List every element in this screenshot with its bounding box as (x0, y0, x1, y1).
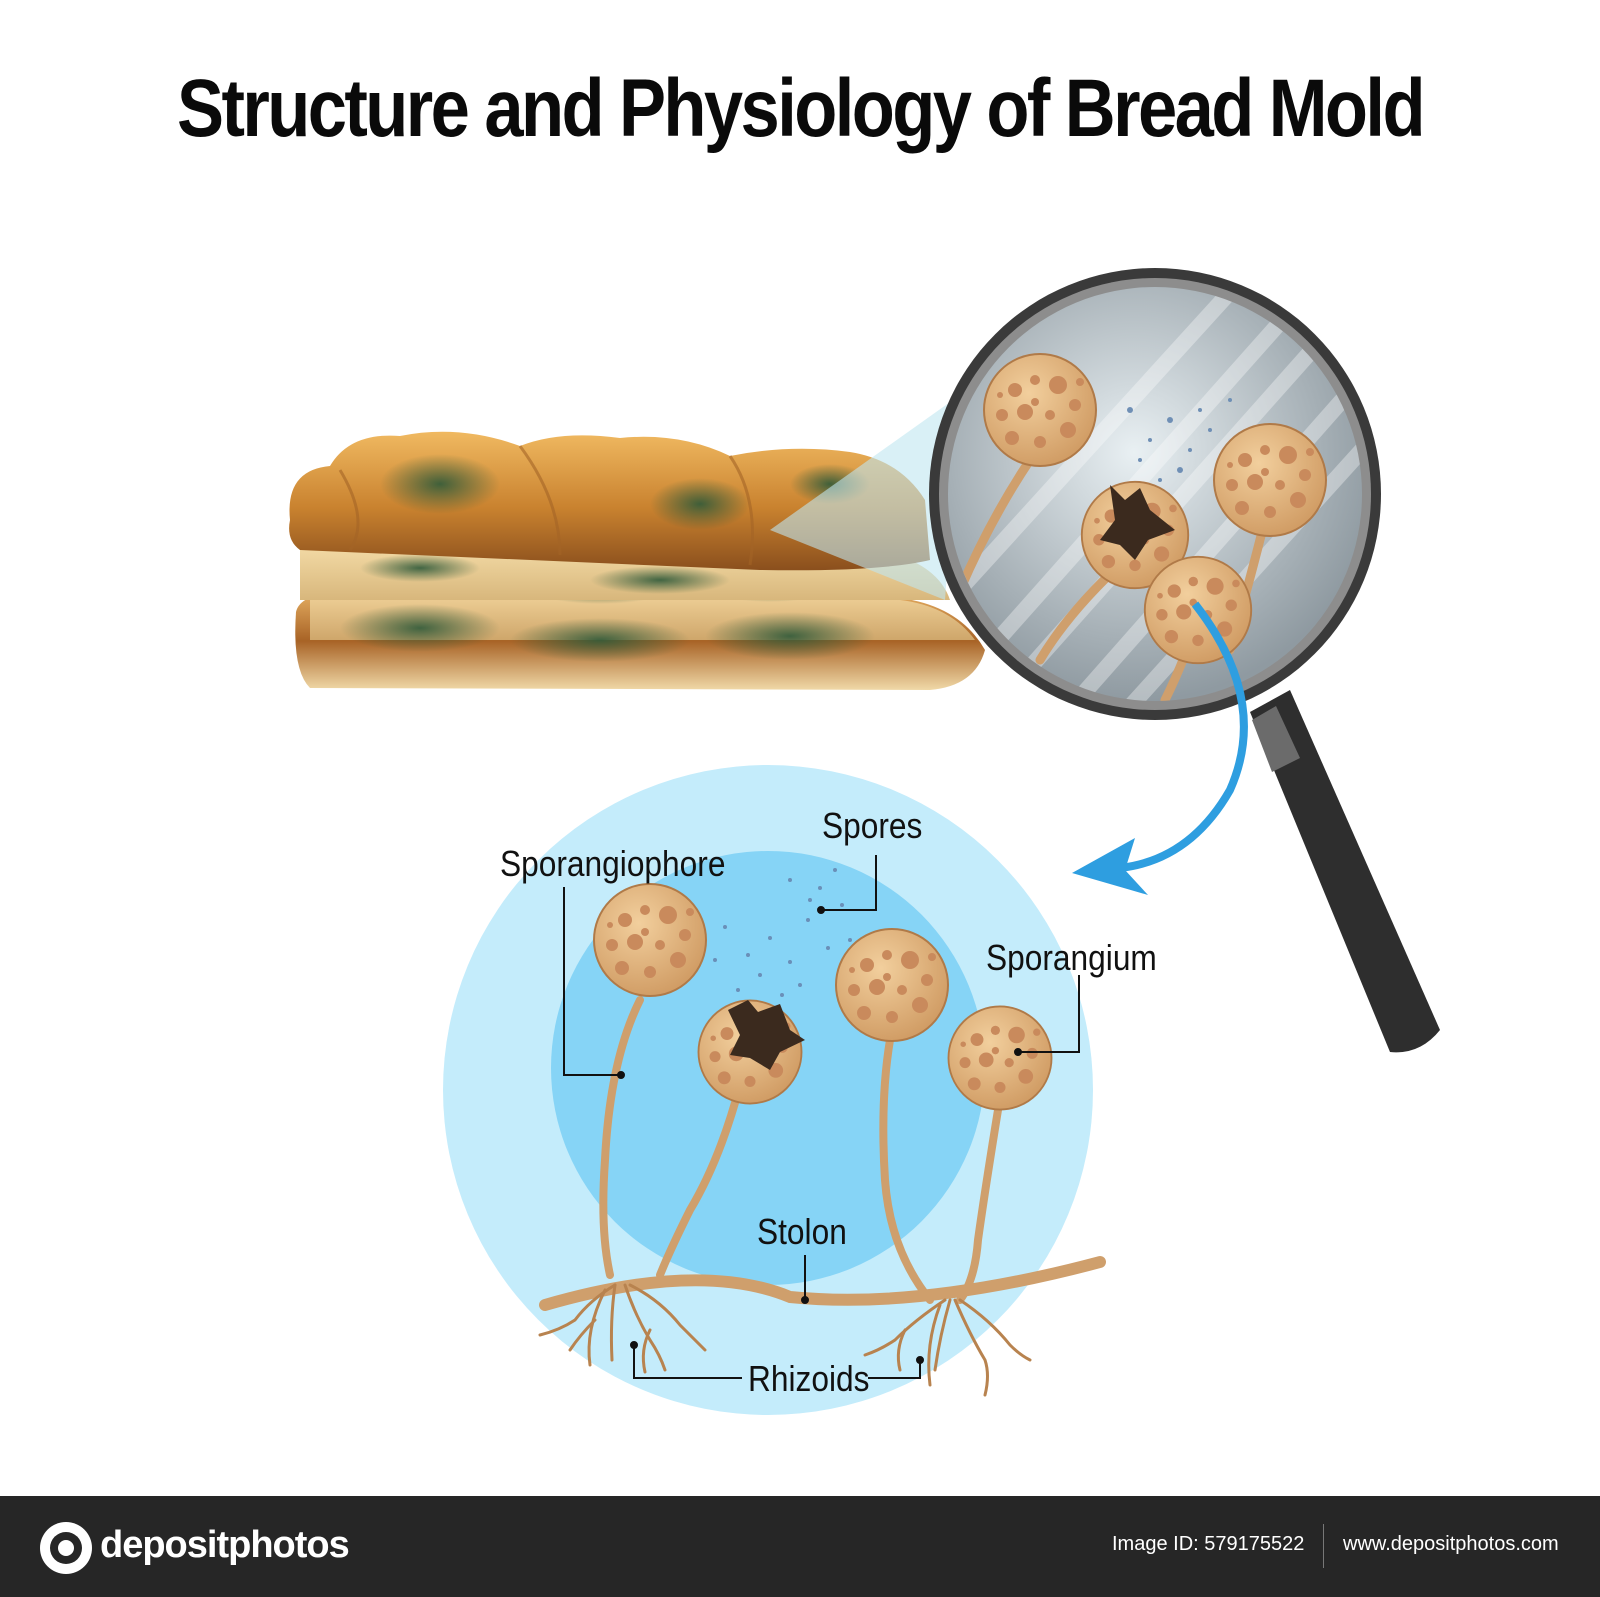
footer-divider (1323, 1524, 1324, 1568)
brand-logo-text[interactable]: depositphotos (100, 1524, 349, 1567)
label-stolon: Stolon (757, 1211, 847, 1253)
label-sporangium: Sporangium (986, 937, 1157, 979)
footer-bar: depositphotos Image ID: 579175522 www.de… (0, 1496, 1600, 1597)
diagram-art (0, 0, 1600, 1496)
image-id: Image ID: 579175522 (1112, 1533, 1304, 1556)
camera-logo-icon (40, 1522, 92, 1574)
label-sporangiophore: Sporangiophore (500, 843, 725, 885)
label-rhizoids: Rhizoids (748, 1358, 869, 1400)
website-link[interactable]: www.depositphotos.com (1343, 1533, 1559, 1556)
label-spores: Spores (822, 805, 922, 847)
